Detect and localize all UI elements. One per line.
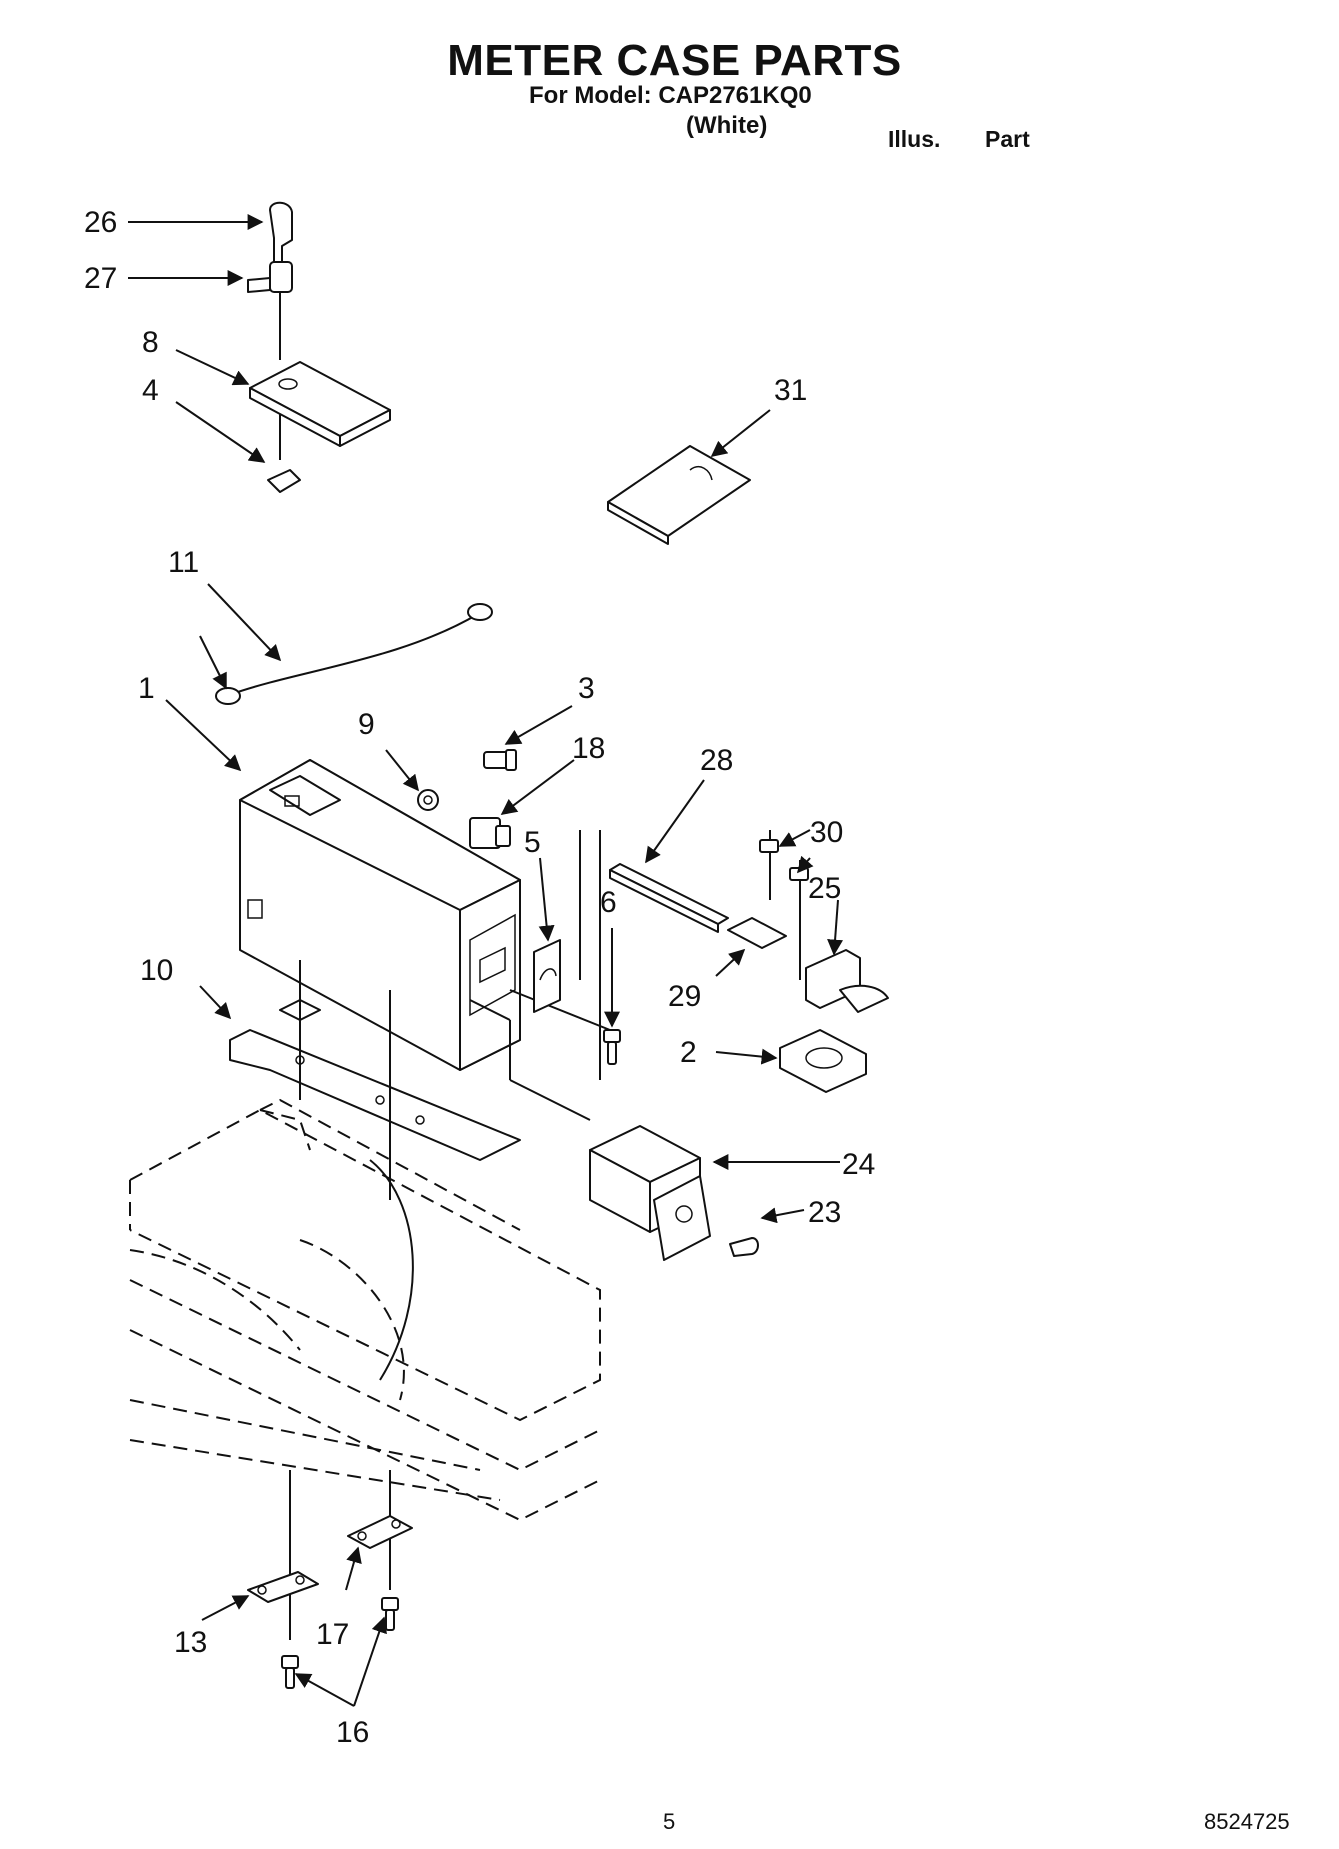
part-29-plate [727,917,787,949]
part-31-label-pad [607,445,751,545]
callout-31: 31 [774,374,807,407]
callout-17: 17 [316,1618,349,1651]
part-16-screw [281,1597,399,1689]
callout-13: 13 [174,1626,207,1659]
part-3-screw [483,749,517,771]
callout-25: 25 [808,872,841,905]
callout-2: 2 [680,1036,697,1069]
part-18-switch [469,817,511,849]
callout-26: 26 [84,206,117,239]
leader-arrows [128,214,844,1707]
part-17-bracket [347,1515,413,1549]
column-header-part: Part [985,126,1030,152]
color-line: (White) [686,112,768,139]
part-25-latch [805,949,889,1013]
callout-23: 23 [808,1196,841,1229]
callout-29: 29 [668,980,701,1013]
callout-16: 16 [336,1716,369,1749]
part-6-screw [603,1029,621,1065]
callout-18: 18 [572,732,605,765]
washer-top-outline [129,1098,601,1522]
part-5-bracket [533,939,561,1013]
part-8-cover [249,361,391,447]
part-4-clip [267,469,301,493]
part-11-ground-wire [215,603,493,705]
part-9-star-washer [417,789,439,811]
callout-27: 27 [84,262,117,295]
page-title: METER CASE PARTS [447,36,902,85]
callout-9: 9 [358,708,375,741]
model-line: For Model: CAP2761KQ0 [529,82,812,109]
document-number: 8524725 [1204,1809,1290,1834]
part-26-key [269,201,293,263]
part-13-bracket [247,1571,319,1603]
callout-10: 10 [140,954,173,987]
part-28-rod [609,863,729,933]
callout-8: 8 [142,326,159,359]
callout-11: 11 [168,546,199,579]
callout-28: 28 [700,744,733,777]
callout-5: 5 [524,826,541,859]
callout-1: 1 [138,672,155,705]
callout-3: 3 [578,672,595,705]
page-number: 5 [663,1809,676,1834]
column-header-illus: Illus. [888,126,941,152]
callout-6: 6 [600,886,617,919]
callout-24: 24 [842,1148,875,1181]
part-2-cup [779,1029,867,1093]
callout-30: 30 [810,816,843,849]
part-23-terminal [729,1237,759,1257]
callout-4: 4 [142,374,159,407]
part-24-solenoid [589,1125,711,1261]
part-1-meter-case [239,759,521,1071]
part-27-lock [247,261,293,293]
